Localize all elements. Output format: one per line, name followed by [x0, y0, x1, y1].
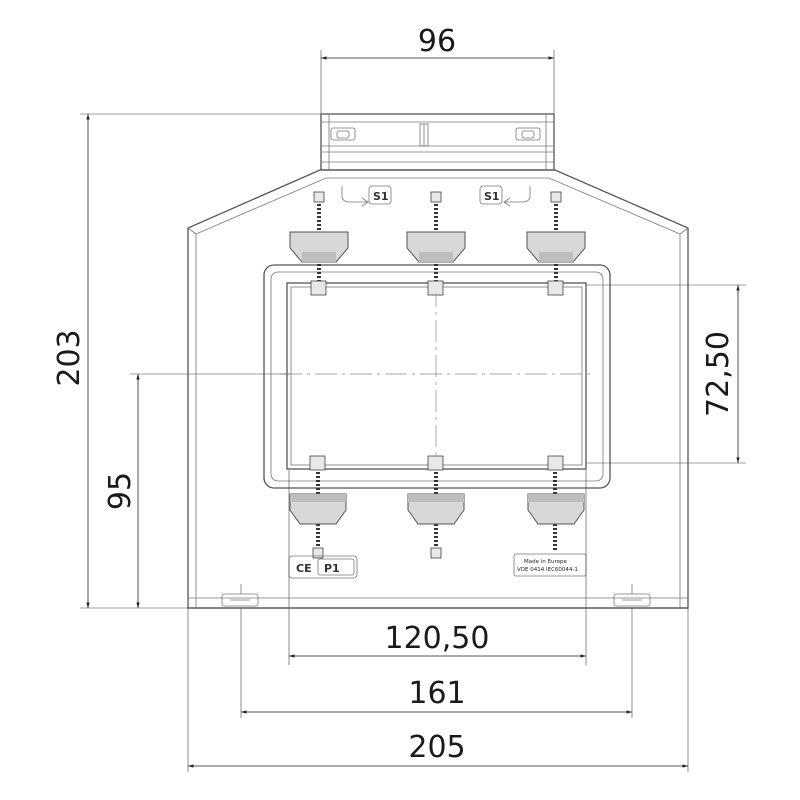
s1-left-label: S1 [373, 190, 389, 203]
dim-top-width: 96 [418, 24, 456, 59]
ce-mark: CE [296, 562, 312, 575]
standards-label: VDE 0414 IEC60044-1 [517, 567, 578, 573]
dim-overall-width: 205 [408, 730, 465, 765]
made-in-label: Made in Europe [524, 559, 567, 565]
dim-center-height: 95 [103, 472, 138, 510]
primary-window [263, 264, 611, 489]
ce-p1-plate: CE P1 [288, 555, 358, 579]
rating-plate: Made in Europe VDE 0414 IEC60044-1 [513, 553, 587, 577]
screw-bottom-center [407, 455, 465, 559]
dimension-lines [86, 56, 740, 768]
screw-top-right [526, 191, 586, 296]
top-screws [289, 191, 586, 296]
s1-right-label: S1 [484, 190, 500, 203]
bottom-screws [289, 455, 585, 559]
dim-overall-height: 203 [52, 329, 87, 386]
s1-markers: S1 S1 [341, 185, 531, 207]
p1-label: P1 [324, 562, 340, 575]
screw-bottom-right [527, 455, 585, 552]
center-lines [280, 285, 595, 470]
dim-window-height: 72,50 [701, 331, 736, 417]
screw-bottom-left [289, 455, 347, 559]
screw-top-left [289, 191, 349, 296]
extension-lines [80, 50, 746, 772]
dimension-labels: 96 203 95 72,50 120,50 161 205 [52, 24, 736, 765]
screw-top-center [406, 191, 466, 296]
mounting-feet [221, 584, 651, 607]
dim-window-width: 120,50 [385, 621, 490, 656]
dim-mount-spacing: 161 [408, 676, 465, 711]
top-terminal-block [320, 113, 555, 171]
